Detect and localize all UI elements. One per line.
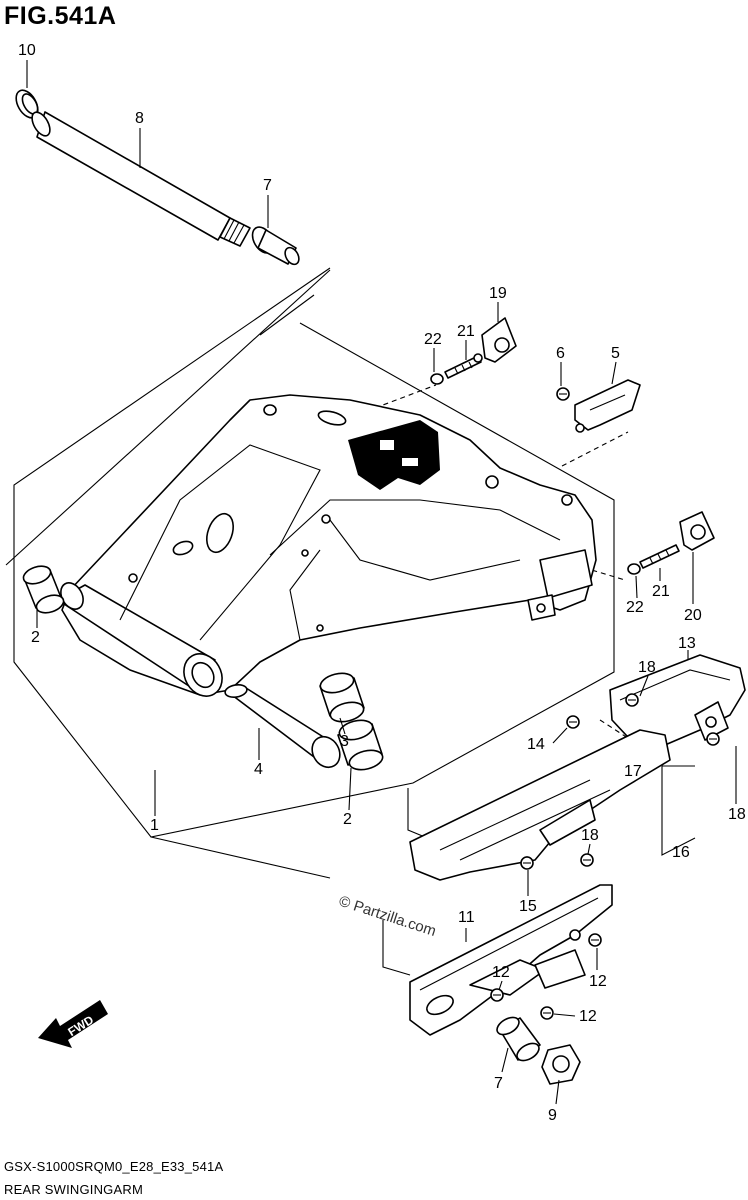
- callout-22-top: 22: [424, 331, 442, 348]
- part-12-screw-a: [588, 933, 602, 947]
- callout-11: 11: [458, 909, 475, 926]
- part-20-adjuster: [679, 511, 715, 551]
- callout-22-right: 22: [626, 599, 644, 616]
- callout-3: 3: [340, 733, 349, 750]
- callout-2-left: 2: [31, 629, 40, 646]
- part-6-screw: [556, 387, 570, 401]
- part-21-bolt-right: [639, 544, 680, 569]
- callout-18-a: 18: [638, 659, 656, 676]
- group-name: REAR SWINGINGARM: [4, 1182, 143, 1197]
- callout-1: 1: [150, 817, 159, 834]
- callout-6: 6: [556, 345, 565, 362]
- callout-21-right: 21: [652, 583, 670, 600]
- callout-8: 8: [135, 110, 144, 127]
- part-7-collar-top: [251, 226, 300, 266]
- part-2-bearing-left: [22, 565, 65, 614]
- callout-12-c: 12: [579, 1008, 597, 1025]
- part-12-screw-b: [490, 988, 504, 1002]
- part-19-adjuster: [481, 317, 517, 363]
- part-22-nut-right: [627, 563, 641, 575]
- callout-18-c: 18: [581, 827, 599, 844]
- callout-14: 14: [527, 736, 545, 753]
- part-14-screw: [566, 715, 580, 729]
- part-10-seal: [15, 89, 39, 119]
- callout-13: 13: [678, 635, 696, 652]
- part-18-screw-b: [706, 732, 720, 746]
- callout-18-b: 18: [728, 806, 746, 823]
- part-8-pivot-shaft: [31, 111, 251, 247]
- callout-7-bottom: 7: [494, 1075, 503, 1092]
- callout-15: 15: [519, 898, 537, 915]
- part-15-screw: [520, 856, 534, 870]
- part-18-screw-a: [625, 693, 639, 707]
- callout-16: 16: [672, 844, 690, 861]
- callout-4: 4: [254, 761, 263, 778]
- callout-9: 9: [548, 1107, 557, 1124]
- callout-17: 17: [624, 763, 642, 780]
- callout-19: 19: [489, 285, 507, 302]
- part-7-collar-bottom: [496, 1016, 541, 1062]
- callout-5: 5: [611, 345, 620, 362]
- part-1-swingarm: [57, 394, 597, 697]
- part-13-chain-cover: [609, 654, 746, 751]
- part-18-screw-c: [580, 853, 594, 867]
- part-21-bolt-top: [444, 353, 483, 379]
- callout-21-top: 21: [457, 323, 475, 340]
- leader-lines: [26, 60, 737, 1105]
- part-12-screw-c: [540, 1006, 554, 1020]
- callout-7-top: 7: [263, 177, 272, 194]
- part-11-chain-slider: [409, 884, 613, 1036]
- callout-12-b: 12: [492, 964, 510, 981]
- fwd-arrow: FWD: [38, 1000, 108, 1048]
- model-code: GSX-S1000SRQM0_E28_E33_541A: [4, 1159, 224, 1174]
- callout-2-right: 2: [343, 811, 352, 828]
- part-2-bearing-right: [337, 719, 384, 771]
- callout-numbers: 10 8 7 19 21 22 6 5 2 1 4 3 2 20 21 22 1…: [18, 42, 746, 1124]
- figure-title: FIG.541A: [4, 2, 117, 30]
- part-5-plate: [574, 379, 641, 433]
- part-4-spacer: [224, 683, 341, 769]
- callout-12-a: 12: [589, 973, 607, 990]
- assembly-outline: [5, 267, 696, 976]
- part-3-bearing: [319, 672, 365, 723]
- callout-20: 20: [684, 607, 702, 624]
- watermark: © Partzilla.com: [337, 893, 438, 940]
- callout-10: 10: [18, 42, 36, 59]
- part-22-nut-top: [430, 373, 444, 385]
- part-9-nut: [541, 1044, 581, 1085]
